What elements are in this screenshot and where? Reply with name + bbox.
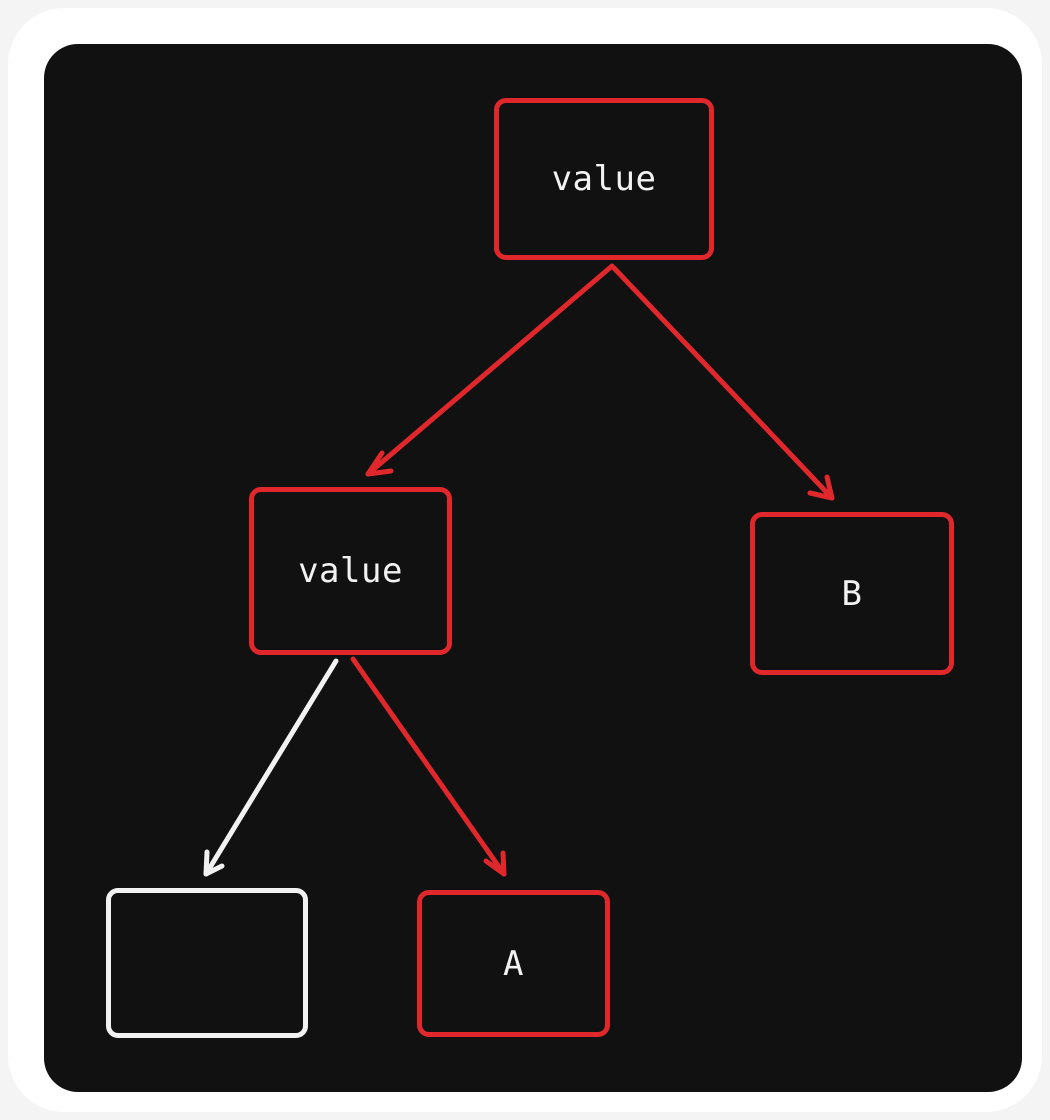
node-b-label: B [841,573,863,614]
edge-left-to-empty [203,658,339,877]
edge-left-to-a [350,656,507,877]
node-left-child-label: value [298,551,403,591]
edge-layer [203,263,835,877]
node-root-label: value [551,159,657,199]
diagram-canvas: value value B A [44,44,1022,1092]
node-left-child[interactable]: value [249,487,452,655]
node-empty[interactable] [106,888,308,1038]
edge-root-to-left [365,263,615,477]
node-a-label: A [503,943,524,984]
edge-root-to-b [611,265,835,501]
node-a[interactable]: A [417,890,610,1037]
node-root[interactable]: value [494,98,714,260]
node-b[interactable]: B [750,512,954,675]
window-frame: value value B A [8,8,1042,1112]
